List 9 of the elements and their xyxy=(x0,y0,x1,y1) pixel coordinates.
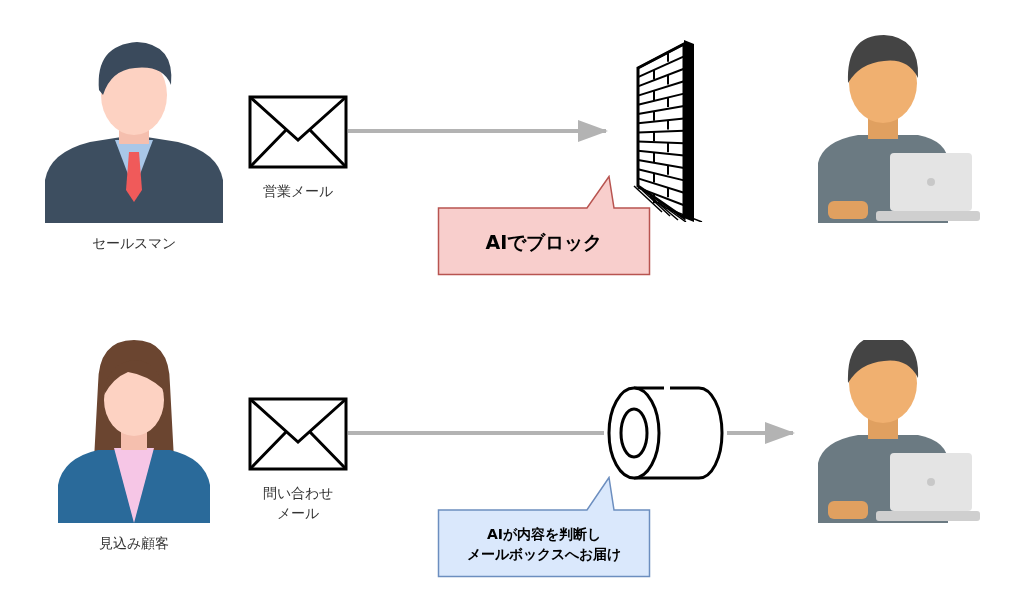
speech-bubble: AIでブロック xyxy=(437,175,651,276)
speech-bubble: AIが内容を判断し メールボックスへお届け xyxy=(437,476,651,578)
caption-label: 営業メール xyxy=(262,182,334,201)
connector-line xyxy=(348,431,604,435)
arrow xyxy=(727,422,795,444)
caption-label: セールスマン xyxy=(91,234,177,253)
caption-label: 見込み顧客 xyxy=(98,534,170,553)
caption-label: 問い合わせ メール xyxy=(262,484,334,523)
arrow xyxy=(348,120,608,142)
